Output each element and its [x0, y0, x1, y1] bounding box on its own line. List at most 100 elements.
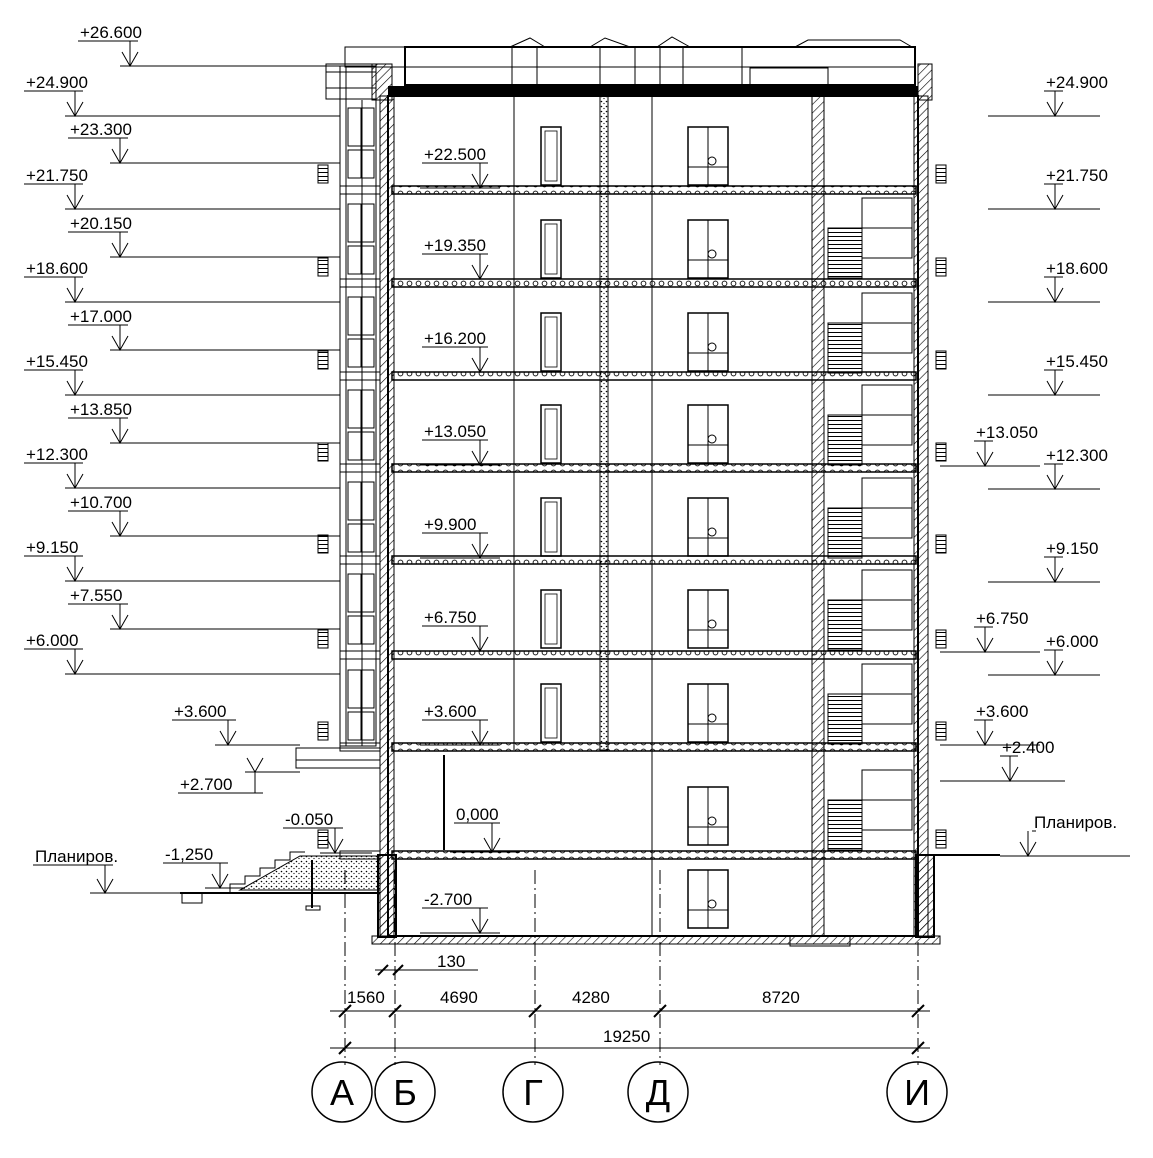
elevation-label: +2.400: [1002, 738, 1054, 757]
loggia-slab: [339, 850, 381, 860]
right-balcony-rail: [935, 257, 947, 277]
elevation-mark: +12.300: [24, 445, 340, 490]
interior-door: [540, 683, 562, 743]
elevation-label: +6.750: [976, 609, 1028, 628]
elevation-mark: +15.450: [988, 352, 1108, 397]
elevation-label: +26.600: [80, 23, 142, 42]
elevation-label: +2.700: [180, 775, 232, 794]
elevation-mark: +18.600: [24, 259, 340, 304]
left-loggia-facade: [325, 63, 377, 747]
stair-flight: [827, 599, 863, 651]
elevation-label: 0,000: [456, 805, 499, 824]
elevation-label: +13.050: [976, 423, 1038, 442]
stair-flight: [827, 507, 863, 559]
grid-axis-lines: [344, 870, 919, 1065]
elevation-label: +24.900: [26, 73, 88, 92]
elevation-label: Планиров.: [35, 847, 118, 866]
left-balcony-rail: [317, 721, 329, 741]
elevation-mark: +22.500: [420, 145, 500, 190]
axis-bubble: Б: [374, 1061, 436, 1123]
elevation-label: +9.150: [1046, 539, 1098, 558]
elevation-label: +16.200: [424, 329, 486, 348]
floor-slab: [391, 742, 917, 752]
elevation-label: Планиров.: [1034, 813, 1117, 832]
elevation-mark: -0.050: [283, 810, 372, 855]
elevation-mark: +3.600: [940, 702, 1040, 747]
stair-landing: [861, 384, 913, 416]
axis-label: Д: [646, 1072, 670, 1113]
elevation-label: +15.450: [26, 352, 88, 371]
dimension-label: 19250: [603, 1027, 650, 1046]
dimension-lines: [330, 964, 930, 1055]
loggia-slab: [339, 463, 381, 473]
elevation-mark: +3.600: [420, 702, 500, 747]
building-structure: [180, 36, 1000, 947]
loggia-slab: [339, 278, 381, 288]
elevation-label: -0.050: [285, 810, 333, 829]
elevation-mark: +15.450: [24, 352, 340, 397]
roof-equipment: [344, 36, 916, 86]
stair-landing: [861, 769, 913, 801]
stair-flight: [827, 799, 863, 851]
axis-label: Б: [393, 1072, 417, 1113]
left-balcony-rail: [317, 829, 329, 849]
left-balcony-rail: [317, 442, 329, 462]
elevation-label: +18.600: [1046, 259, 1108, 278]
loggia-slab: [339, 371, 381, 381]
elevation-label: +6.000: [26, 631, 78, 650]
elevation-mark: +2.700: [178, 757, 300, 794]
right-elevation-marks: +24.900+21.750+18.600+15.450+13.050+12.3…: [940, 73, 1130, 858]
elevation-label: +3.600: [174, 702, 226, 721]
left-outer-wall: [379, 95, 395, 937]
floor-slab: [391, 278, 917, 288]
axis-label: Г: [523, 1072, 543, 1113]
elevation-mark: +6.750: [420, 608, 500, 653]
elevation-label: +23.300: [70, 120, 132, 139]
elevation-mark: +2.400: [940, 738, 1065, 783]
axis-label: И: [904, 1072, 930, 1113]
elevation-mark: +19.350: [420, 236, 500, 281]
elevation-mark: -1,250: [163, 845, 245, 890]
elevation-label: +13.850: [70, 400, 132, 419]
floor-slab: [391, 463, 917, 473]
right-balcony-rail: [935, 829, 947, 849]
right-balcony-rail: [935, 721, 947, 741]
elevation-label: +6.750: [424, 608, 476, 627]
elevation-mark: +16.200: [420, 329, 500, 374]
right-outer-wall: [913, 95, 929, 937]
stair-landing: [861, 292, 913, 324]
elevation-label: +7.550: [70, 586, 122, 605]
elevation-label: +20.150: [70, 214, 132, 233]
interior-door: [540, 312, 562, 372]
elevation-label: +3.600: [424, 702, 476, 721]
elevation-label: +13.050: [424, 422, 486, 441]
elevation-mark: +6.000: [988, 632, 1100, 677]
dimension-label: 8720: [762, 988, 800, 1007]
right-balcony-rail: [935, 350, 947, 370]
left-balcony-rail: [317, 629, 329, 649]
elevation-mark: +13.050: [420, 422, 500, 467]
floor-slab: [391, 371, 917, 381]
elevation-mark: +9.900: [420, 515, 500, 560]
inner-elevation-marks: +22.500 +19.350 +16.200 +13.050 +9.900 +6.750…: [420, 145, 520, 935]
floor-slab: [391, 850, 917, 860]
left-balcony-rail: [317, 164, 329, 184]
stairwell-wall: [811, 95, 825, 937]
elevation-mark: +23.300: [68, 120, 340, 165]
stair-landing: [861, 197, 913, 229]
axis-bubble: Д: [627, 1061, 689, 1123]
elevation-mark: +13.050: [940, 423, 1040, 468]
stair-flight: [827, 693, 863, 745]
loggia-slab: [339, 650, 381, 660]
left-elevation-marks: +26.600 +24.900 +23.300 +21.750 +20.150 +18.6…: [24, 23, 372, 895]
right-balcony-rail: [935, 629, 947, 649]
left-balcony-rail: [317, 534, 329, 554]
elevation-label: +3.600: [976, 702, 1028, 721]
right-balcony-rail: [935, 534, 947, 554]
elevation-mark: +9.150: [988, 539, 1100, 584]
elevation-mark: +9.150: [24, 538, 340, 583]
elevation-mark: +24.900: [24, 73, 340, 118]
foundation: [371, 935, 941, 945]
elevation-mark: +21.750: [24, 166, 340, 211]
elevation-mark: -2.700: [420, 890, 500, 935]
